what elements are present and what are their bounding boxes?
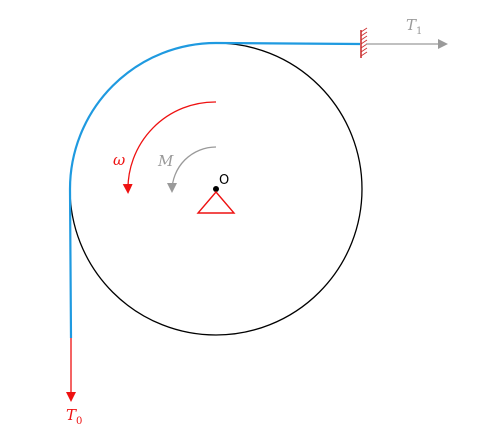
moment-arrow bbox=[167, 146, 217, 193]
tension-t0-label: T0 bbox=[66, 406, 82, 427]
omega-label: ω bbox=[113, 151, 125, 169]
tension-t1-label: T1 bbox=[406, 16, 422, 37]
omega-arrow bbox=[122, 101, 217, 194]
moment-label: M bbox=[157, 152, 174, 170]
belt bbox=[68, 41, 361, 339]
center-label: O bbox=[219, 173, 229, 188]
support-triangle bbox=[196, 190, 236, 214]
wall-anchor bbox=[360, 27, 368, 58]
center-pivot bbox=[213, 186, 219, 192]
